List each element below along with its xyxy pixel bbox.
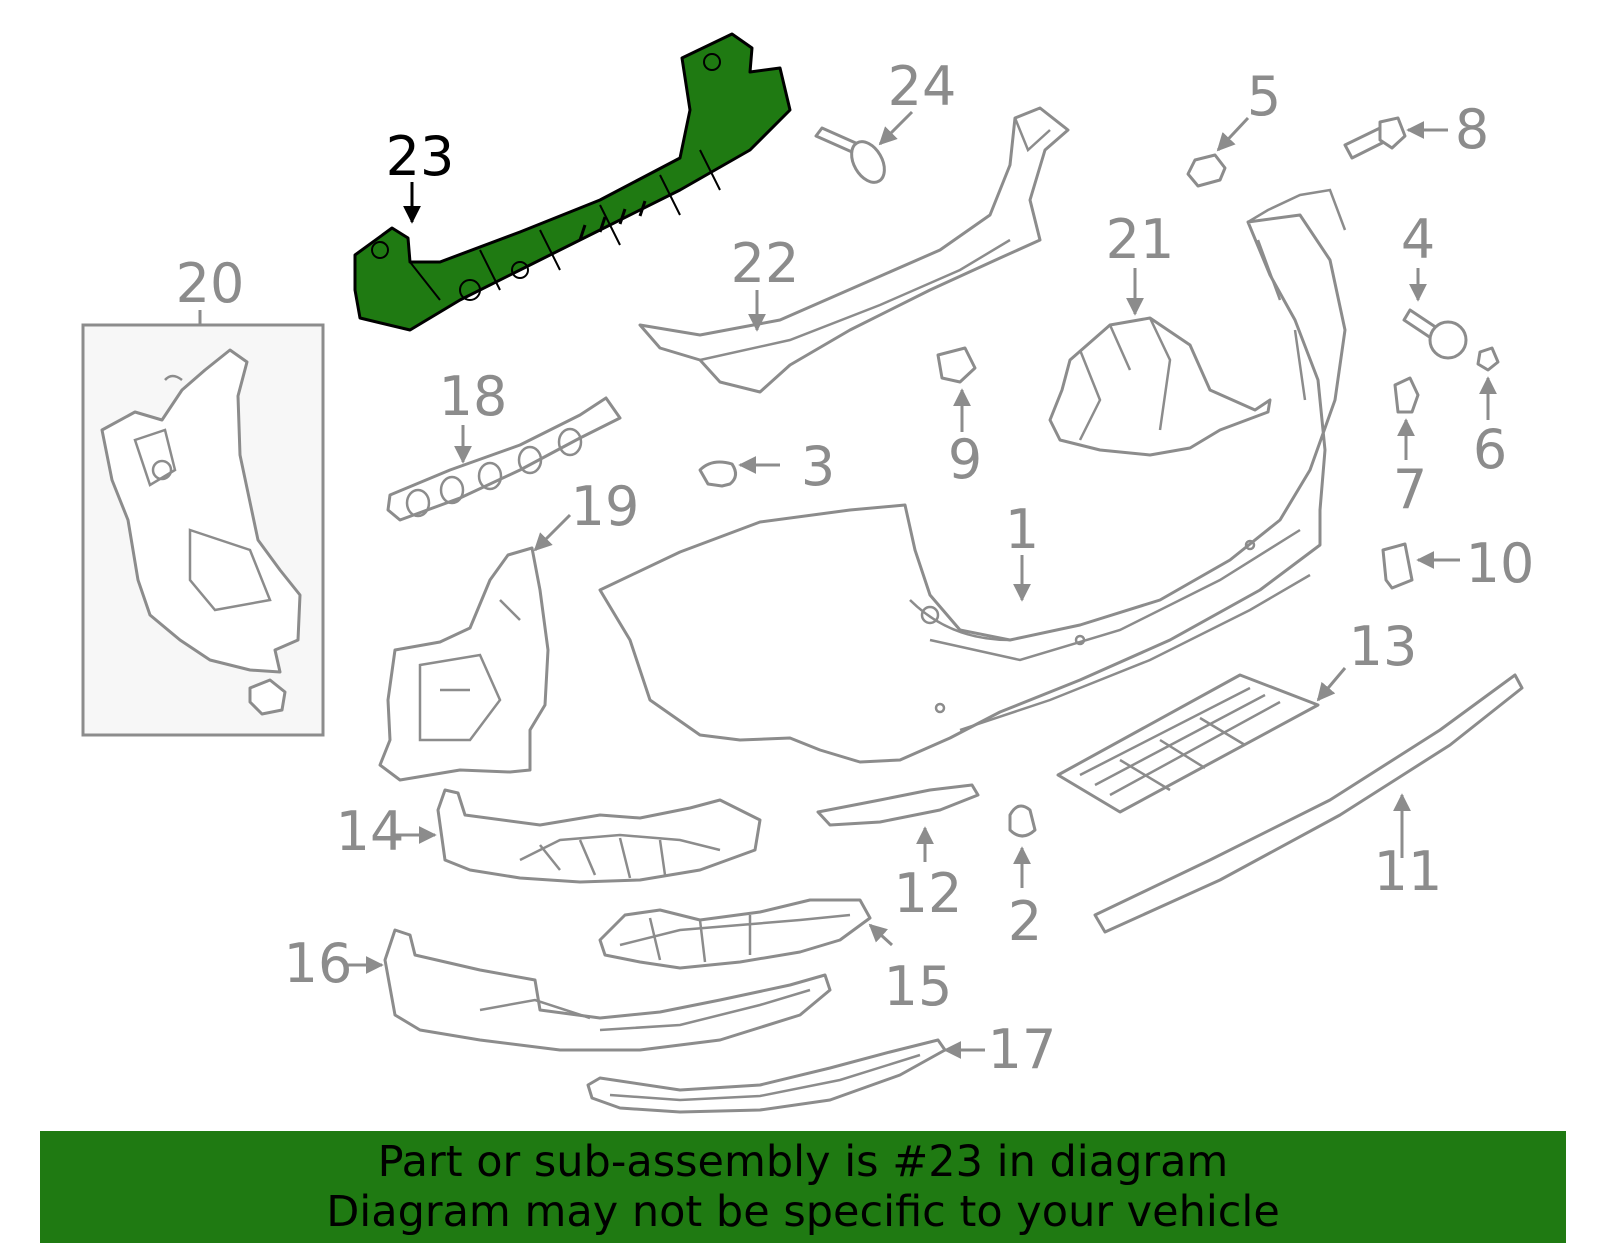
part-3-push-pin[interactable] (698, 456, 780, 488)
callout-10: 10 (1466, 532, 1535, 595)
callout-3: 3 (801, 435, 835, 498)
callout-12: 12 (894, 862, 963, 925)
part-22-upper-bracket[interactable] (638, 106, 1070, 394)
part-1-bumper-cover[interactable] (598, 188, 1347, 764)
callout-22: 22 (731, 232, 800, 295)
callout-14: 14 (336, 800, 405, 863)
banner-line-disclaimer: Diagram may not be specific to your vehi… (326, 1187, 1280, 1237)
part-16-lower-garnish[interactable] (345, 928, 832, 1052)
callout-6: 6 (1473, 418, 1507, 481)
callout-21: 21 (1106, 208, 1175, 271)
part-17-lower-trim[interactable] (586, 1038, 985, 1114)
callout-23: 23 (386, 125, 455, 188)
part-12-reflector[interactable] (816, 783, 980, 862)
callout-1: 1 (1005, 498, 1039, 561)
part-19-side-bracket[interactable] (378, 513, 572, 782)
part-9-fastener[interactable] (936, 346, 977, 432)
callout-13: 13 (1349, 615, 1418, 678)
part-14-lower-panel[interactable] (395, 788, 762, 884)
part-10-cap[interactable] (1381, 542, 1460, 590)
part-13-lower-grille[interactable] (1056, 667, 1347, 814)
callout-16: 16 (284, 932, 353, 995)
part-5-clip[interactable] (1186, 116, 1250, 188)
callout-11: 11 (1374, 840, 1443, 903)
callout-2: 2 (1008, 890, 1042, 953)
info-banner: Part or sub-assembly is #23 in diagram D… (40, 1131, 1566, 1243)
callout-5: 5 (1247, 65, 1281, 128)
callout-4: 4 (1401, 208, 1435, 271)
part-7-clip[interactable] (1393, 376, 1420, 460)
part-23-reinforcement-beam[interactable] (353, 32, 792, 332)
part-18-bracket[interactable] (386, 396, 622, 522)
callout-24: 24 (888, 55, 957, 118)
part-21-energy-absorber[interactable] (1048, 268, 1272, 457)
callout-18: 18 (439, 365, 508, 428)
callout-15: 15 (884, 955, 953, 1018)
part-24-tow-eye[interactable] (814, 110, 914, 188)
banner-line-part-number: Part or sub-assembly is #23 in diagram (377, 1137, 1229, 1187)
callout-17: 17 (988, 1018, 1057, 1081)
callout-7: 7 (1393, 458, 1427, 521)
callout-8: 8 (1455, 98, 1489, 161)
part-4-bolt[interactable] (1402, 268, 1468, 360)
callout-20: 20 (176, 252, 245, 315)
callout-19: 19 (571, 475, 640, 538)
part-20-boxed-bracket-assembly[interactable] (81, 310, 325, 737)
part-8-screw[interactable] (1343, 116, 1448, 160)
part-6-retainer[interactable] (1476, 346, 1500, 420)
part-15-side-grille[interactable] (598, 898, 894, 970)
callout-9: 9 (948, 428, 982, 491)
part-2-push-pin[interactable] (1008, 804, 1037, 888)
part-11-trim-strip[interactable] (1093, 673, 1524, 934)
